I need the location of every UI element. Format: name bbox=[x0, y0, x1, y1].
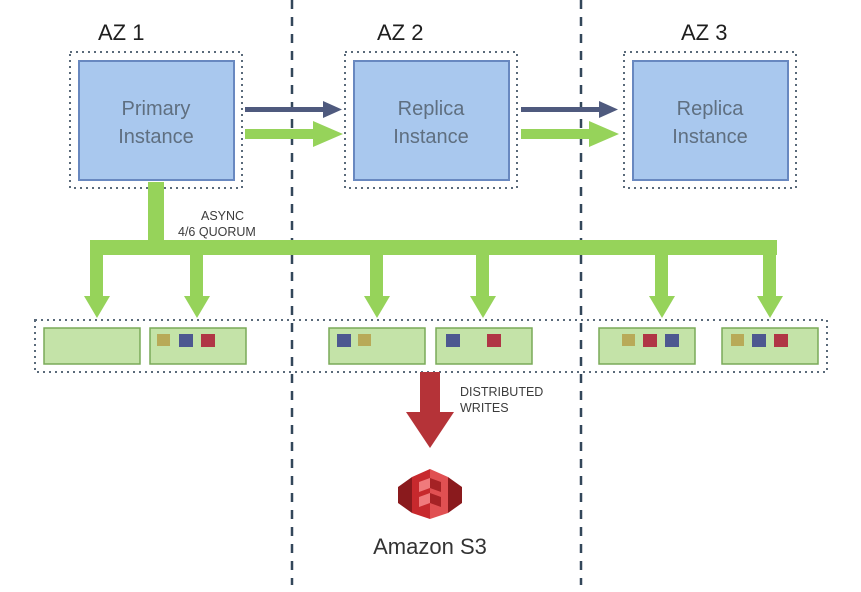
data-block bbox=[487, 334, 501, 347]
writes-label-line1: DISTRIBUTED bbox=[460, 385, 543, 399]
quorum-label-line2: 4/6 QUORUM bbox=[178, 225, 256, 239]
data-block bbox=[201, 334, 215, 347]
data-block bbox=[752, 334, 766, 347]
data-block bbox=[358, 334, 371, 346]
replication-arrows-1-to-2 bbox=[245, 101, 343, 147]
distributed-writes-arrow bbox=[406, 372, 454, 448]
data-block bbox=[643, 334, 657, 347]
data-block bbox=[179, 334, 193, 347]
replica-instance-az3-line2: Instance bbox=[672, 126, 748, 148]
storage-node bbox=[598, 327, 696, 365]
data-block bbox=[157, 334, 170, 346]
replica-instance-az2: Replica Instance bbox=[344, 51, 518, 189]
replication-arrows-2-to-3 bbox=[521, 101, 619, 147]
replica-instance-az2-line2: Instance bbox=[393, 126, 469, 148]
storage-volume bbox=[34, 319, 828, 373]
data-block bbox=[731, 334, 744, 346]
data-block bbox=[446, 334, 460, 347]
az-label-3: AZ 3 bbox=[681, 20, 727, 45]
storage-node bbox=[328, 327, 426, 365]
data-block bbox=[337, 334, 351, 347]
az-label-1: AZ 1 bbox=[98, 20, 144, 45]
primary-instance: Primary Instance bbox=[69, 51, 243, 189]
storage-node bbox=[721, 327, 819, 365]
storage-node bbox=[43, 327, 141, 365]
quorum-label-line1: ASYNC bbox=[201, 209, 244, 223]
storage-node bbox=[149, 327, 247, 365]
writes-label-line2: WRITES bbox=[460, 401, 509, 415]
replica-instance-az3: Replica Instance bbox=[623, 51, 797, 189]
storage-write-bus bbox=[84, 182, 783, 318]
primary-instance-line2: Instance bbox=[118, 126, 194, 148]
data-block bbox=[622, 334, 635, 346]
data-block bbox=[774, 334, 788, 347]
az-label-2: AZ 2 bbox=[377, 20, 423, 45]
primary-instance-line1: Primary bbox=[122, 98, 191, 120]
replica-instance-az2-line1: Replica bbox=[398, 98, 466, 120]
amazon-s3-icon bbox=[398, 469, 462, 519]
amazon-s3-label: Amazon S3 bbox=[373, 534, 487, 559]
storage-node bbox=[435, 327, 533, 365]
replica-instance-az3-line1: Replica bbox=[677, 98, 745, 120]
data-block bbox=[665, 334, 679, 347]
